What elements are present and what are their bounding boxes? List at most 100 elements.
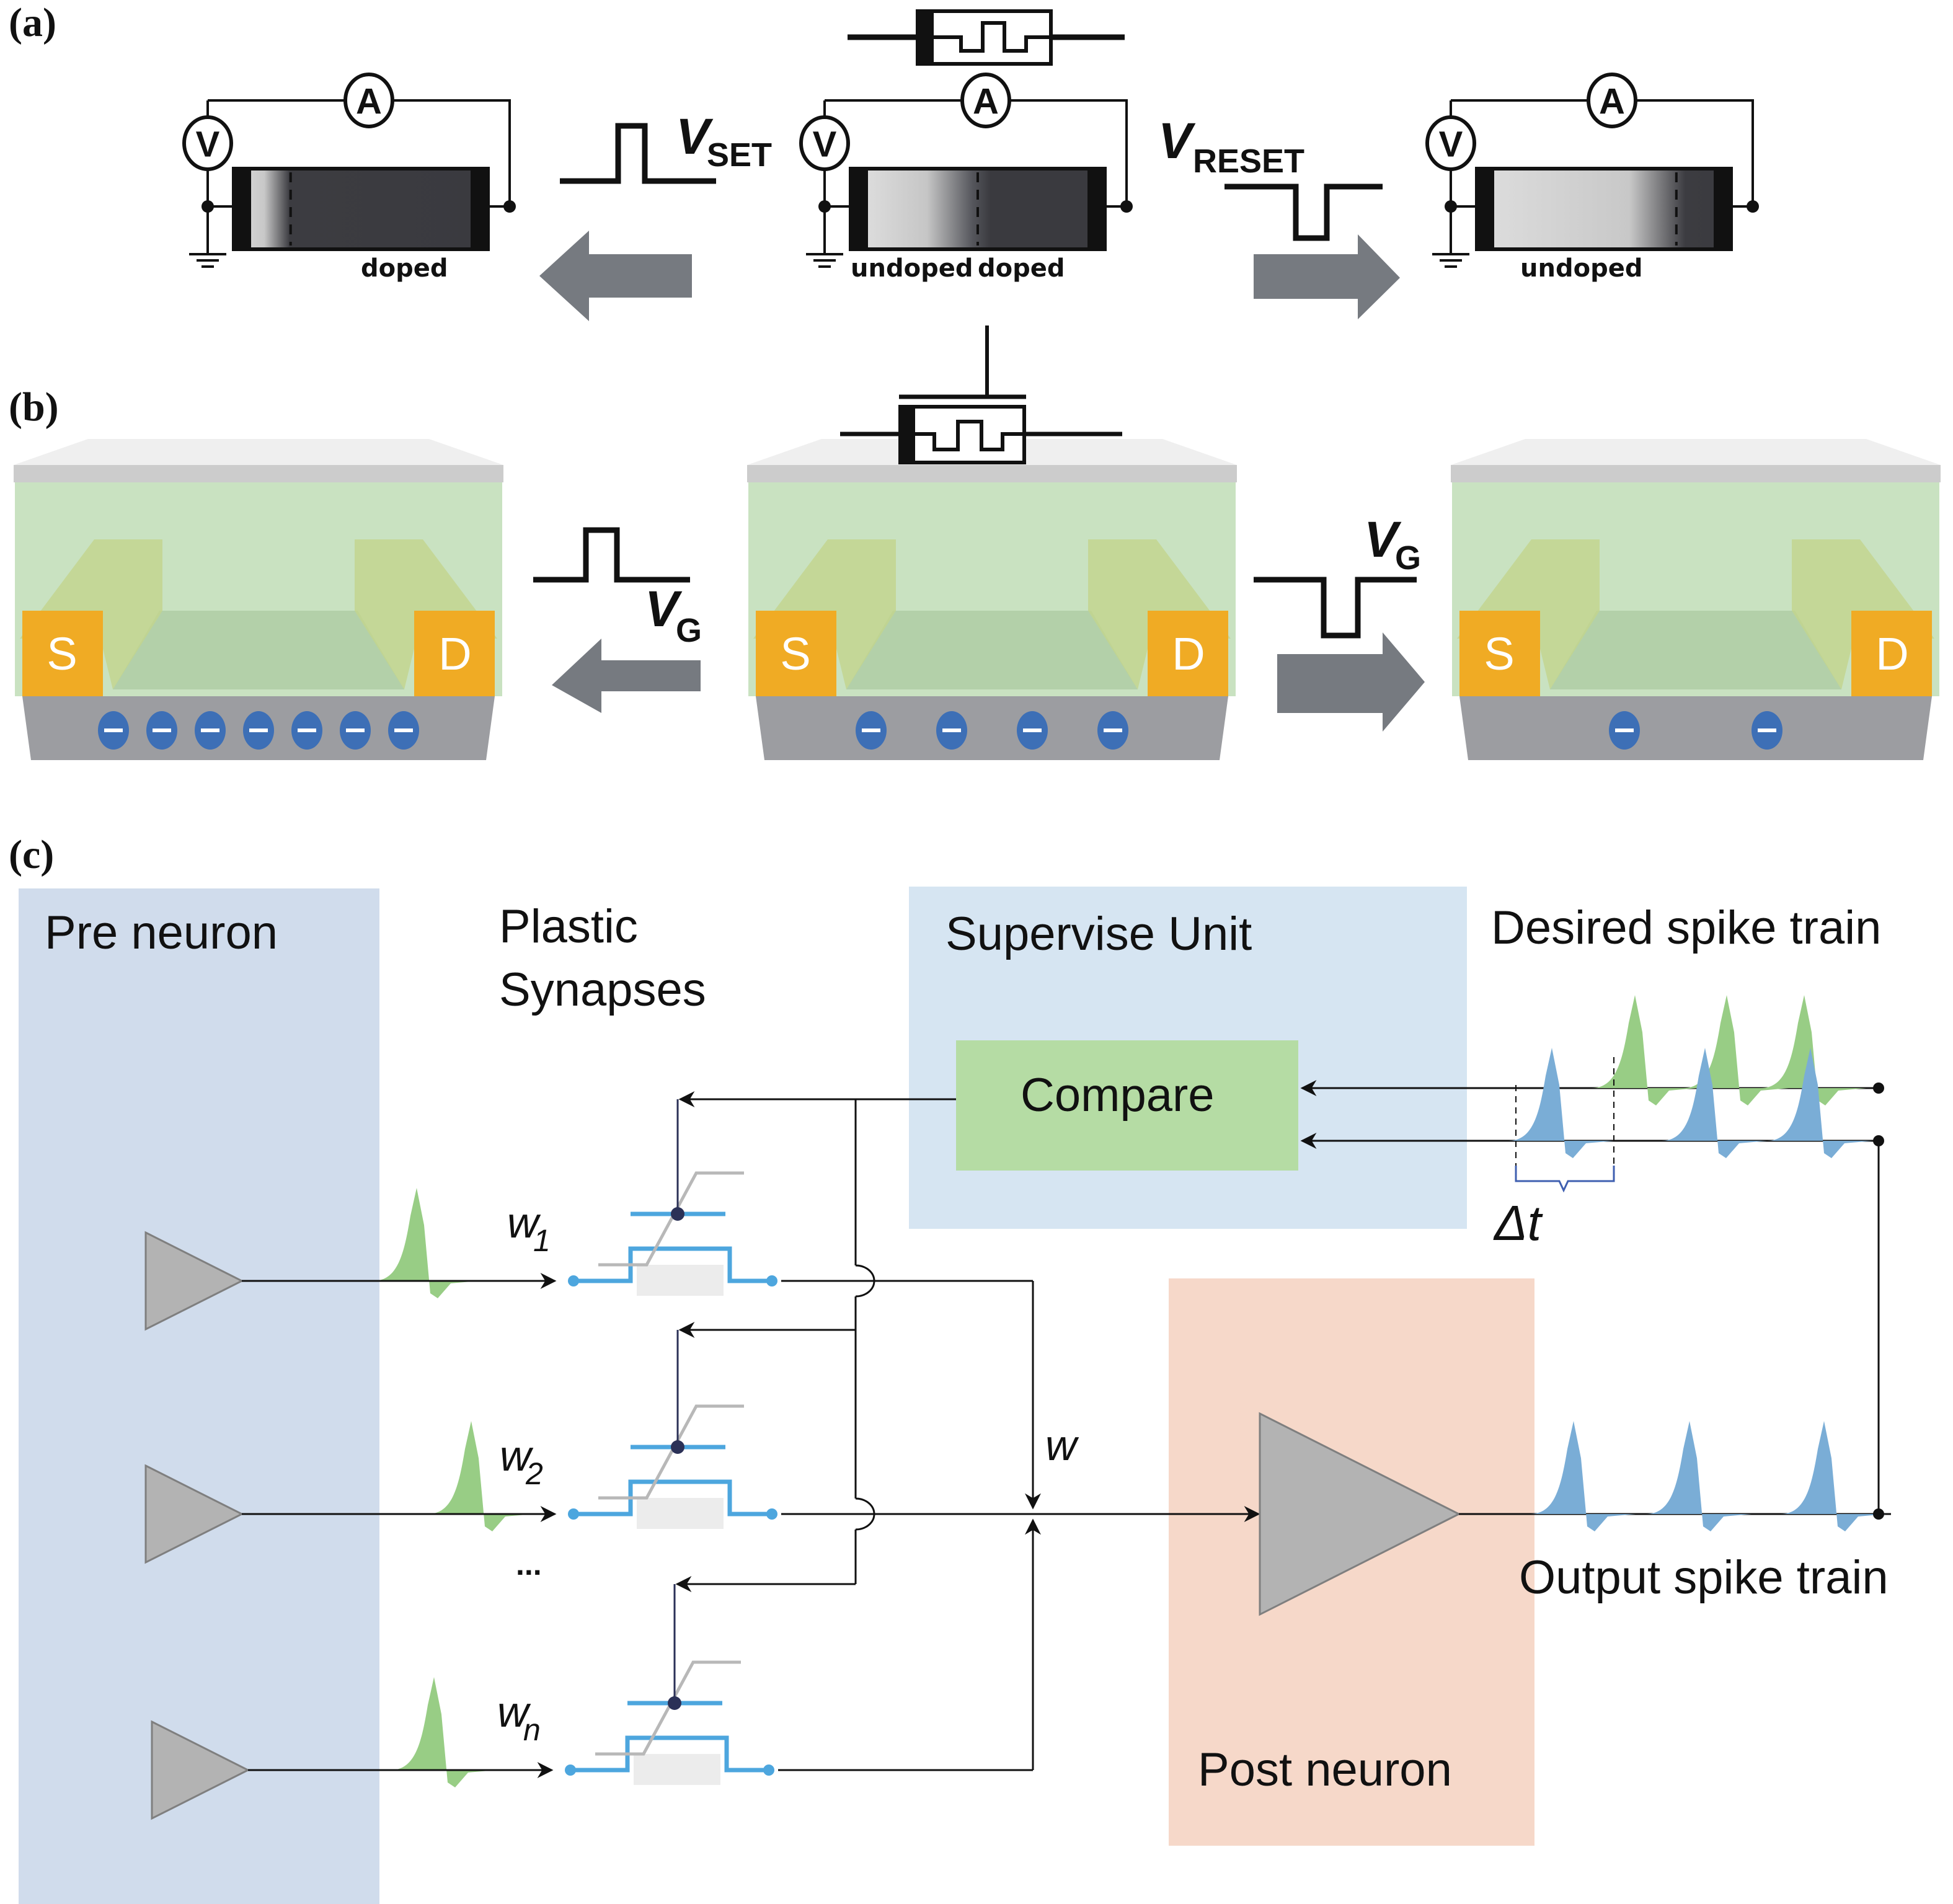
voltmeter-icon bbox=[1425, 115, 1476, 171]
input-spike bbox=[373, 1188, 479, 1298]
pre-neuron-triangle-icon bbox=[151, 1720, 250, 1820]
circuit-wire bbox=[1451, 99, 1754, 206]
panel-label-b: (b) bbox=[9, 384, 59, 430]
voltmeter-label: V bbox=[813, 125, 837, 165]
memristor-body bbox=[232, 167, 490, 251]
supervise-unit-title: Supervise Unit bbox=[946, 908, 1252, 960]
ammeter-icon bbox=[960, 73, 1011, 128]
electrode-left bbox=[1477, 169, 1494, 249]
three-terminal-memristor-symbol bbox=[840, 325, 1122, 464]
synapse-transistor-channel bbox=[574, 1479, 772, 1517]
svg-text:RESET: RESET bbox=[1193, 143, 1304, 180]
electrode-left bbox=[851, 169, 868, 249]
ammeter-icon bbox=[1587, 73, 1637, 128]
substrate-layer bbox=[1459, 696, 1932, 760]
channel-region bbox=[1550, 611, 1841, 689]
set-arrow-icon bbox=[539, 231, 692, 321]
svg-text:V: V bbox=[1364, 511, 1402, 568]
output-spike bbox=[1781, 1421, 1886, 1531]
post-neuron-triangle-icon bbox=[1259, 1412, 1461, 1616]
gate-layer bbox=[1451, 465, 1941, 482]
substrate-layer bbox=[756, 696, 1228, 760]
synapse-memristive-layer bbox=[634, 1754, 720, 1785]
region-label-doped: doped bbox=[361, 254, 448, 283]
plastic-synapses-title-1: Plastic bbox=[499, 900, 638, 953]
electrode-right bbox=[1714, 169, 1731, 249]
ammeter-label: A bbox=[973, 82, 999, 122]
pre-neuron-title: Pre neuron bbox=[45, 906, 278, 959]
electrode-right bbox=[471, 169, 488, 249]
svg-text:SET: SET bbox=[707, 136, 772, 174]
drain-electrode bbox=[1148, 611, 1228, 696]
desired-spike-train-title: Desired spike train bbox=[1491, 901, 1881, 954]
drain-label: D bbox=[1876, 628, 1908, 680]
synapse-weight-label: w bbox=[507, 1198, 541, 1247]
source-label: S bbox=[780, 628, 810, 680]
depression-arrow-icon bbox=[1277, 632, 1425, 732]
pre-neuron-region bbox=[19, 888, 379, 1904]
synapse-transistor-channel bbox=[570, 1735, 769, 1773]
output-spike bbox=[1530, 1421, 1636, 1531]
svg-text:V: V bbox=[1158, 113, 1196, 169]
voltmeter-label: V bbox=[196, 125, 220, 165]
channel-region bbox=[113, 611, 404, 689]
synapse-weight-subscript: n bbox=[523, 1712, 541, 1747]
transistor-initial: GSD bbox=[747, 439, 1237, 760]
svg-text:G: G bbox=[676, 612, 702, 649]
synapse-memristive-layer bbox=[637, 1265, 724, 1296]
panel-b-transistors: GSDGSDGSD bbox=[14, 439, 1941, 760]
drain-electrode bbox=[1851, 611, 1932, 696]
pre-neuron-triangle-icon bbox=[144, 1464, 244, 1564]
gate-top-face bbox=[1451, 439, 1941, 465]
electrode-right bbox=[1087, 169, 1105, 249]
svg-text:V: V bbox=[645, 581, 683, 637]
source-label: S bbox=[1484, 628, 1514, 680]
node-dot bbox=[1873, 1083, 1884, 1094]
ellipsis: ... bbox=[516, 1547, 542, 1582]
tunable-weight-icon bbox=[595, 1660, 741, 1756]
gate-layer bbox=[14, 465, 503, 482]
source-electrode bbox=[1459, 611, 1540, 696]
reset-pulse: V RESET bbox=[1158, 113, 1383, 241]
circuit-wire bbox=[208, 99, 511, 206]
memristor-symbol-top bbox=[848, 9, 1125, 66]
ammeter-icon bbox=[343, 73, 394, 128]
source-electrode bbox=[756, 611, 836, 696]
panel-label-a: (a) bbox=[9, 0, 56, 45]
voltmeter-icon bbox=[182, 115, 233, 171]
synapse-weight-subscript: 2 bbox=[525, 1456, 543, 1491]
voltmeter-label: V bbox=[1439, 125, 1463, 165]
synapse-weight-label: w bbox=[500, 1432, 534, 1480]
desired-spike bbox=[1592, 995, 1697, 1105]
region-label-undoped: undoped bbox=[851, 254, 973, 283]
pre-neuron-triangle-icon bbox=[144, 1231, 244, 1331]
output-spike-train-title: Output spike train bbox=[1519, 1551, 1889, 1604]
circuit-wire bbox=[825, 99, 1128, 206]
memristor-body bbox=[1475, 167, 1733, 251]
delta-t-bracket bbox=[1515, 1166, 1615, 1193]
gate-layer bbox=[747, 465, 1237, 482]
gate-top-face bbox=[14, 439, 503, 465]
region-label-undoped: undoped bbox=[1520, 254, 1642, 283]
ammeter-label: A bbox=[1599, 82, 1625, 122]
reset-arrow-icon bbox=[1254, 234, 1400, 319]
delta-t-label: Δt bbox=[1493, 1195, 1543, 1251]
synapse-transistor-channel bbox=[574, 1246, 772, 1283]
svg-text:V: V bbox=[676, 108, 714, 165]
drain-label: D bbox=[438, 628, 471, 680]
svg-text:G: G bbox=[1395, 539, 1421, 577]
output-spike bbox=[1646, 1421, 1752, 1531]
node-dot bbox=[1873, 1135, 1884, 1146]
potentiation-arrow-icon bbox=[552, 639, 701, 713]
actual-spike bbox=[1508, 1048, 1614, 1158]
panel-label-c: (c) bbox=[9, 832, 54, 877]
sum-weight-label: w bbox=[1045, 1421, 1079, 1469]
voltmeter-icon bbox=[799, 115, 850, 171]
actual-spike bbox=[1662, 1048, 1767, 1158]
potentiation-pulse: V G bbox=[533, 527, 702, 649]
transistor-depressed: GSD bbox=[1451, 439, 1941, 760]
synapse-memristive-layer bbox=[637, 1498, 724, 1529]
